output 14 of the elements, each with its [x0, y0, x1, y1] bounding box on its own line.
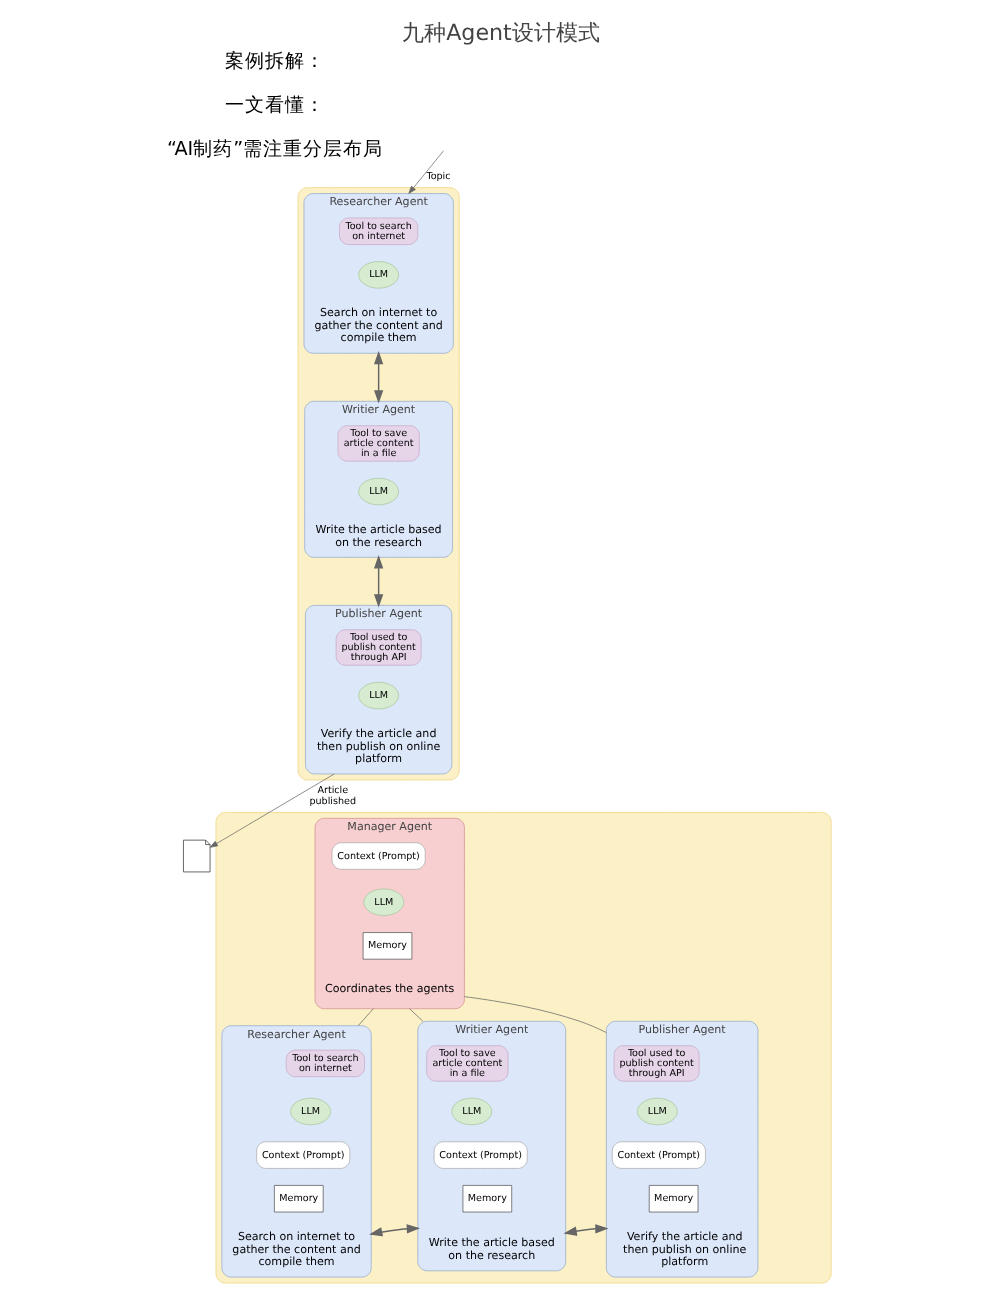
connector [408, 1008, 423, 1022]
connector [356, 1008, 373, 1027]
label: “AI制药”需注重分层布局 [165, 138, 383, 161]
arrow [208, 773, 334, 848]
arrow [372, 555, 383, 608]
arrow [562, 1224, 608, 1236]
label: 一文看懂： [224, 94, 325, 117]
label: 案例拆解： [224, 51, 325, 74]
cluster [214, 811, 831, 1284]
arrow [372, 351, 383, 404]
connector [463, 996, 606, 1033]
diagram-title: 九种Agent设计模式 [401, 19, 599, 46]
arrow [368, 1224, 420, 1237]
arrow [407, 150, 443, 194]
